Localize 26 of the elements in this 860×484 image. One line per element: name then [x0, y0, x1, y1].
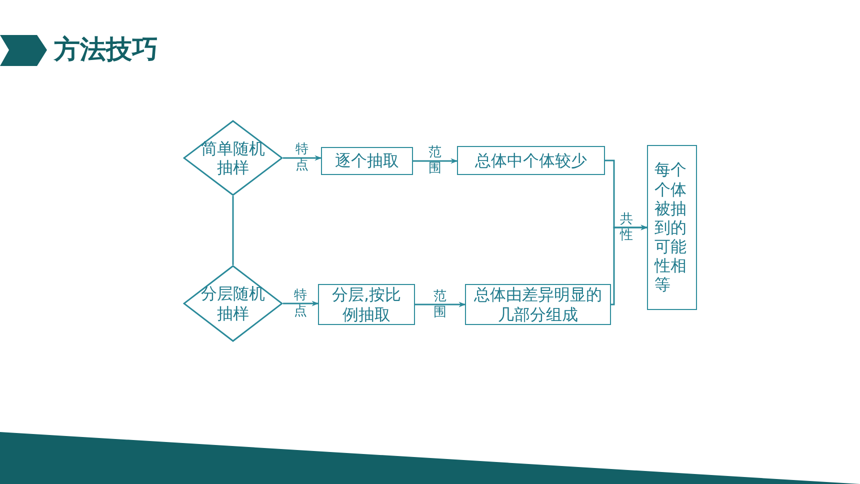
edge-label: 范围 — [428, 145, 442, 177]
edge-label: 共性 — [620, 212, 633, 244]
node-text: 每个个体被抽到的可能性相等 — [654, 160, 688, 295]
edge-label: 特点 — [296, 142, 308, 174]
decision-diamond — [183, 265, 283, 342]
node-text: 逐个抽取 — [335, 151, 399, 171]
node-text: 分层,按比例抽取 — [330, 285, 402, 324]
section-title: 方法技巧 — [54, 34, 158, 67]
edge-label: 范围 — [434, 288, 446, 320]
node-text: 简单随机抽样 — [200, 138, 266, 178]
edge-label: 特点 — [294, 288, 307, 320]
arrow — [413, 158, 458, 164]
node-text: 总体由差异明显的几部分组成 — [473, 285, 603, 324]
arrow — [283, 300, 319, 306]
node-text: 总体中个体较少 — [475, 150, 587, 170]
arrow — [283, 155, 322, 161]
process-box — [457, 146, 605, 175]
process-box — [465, 284, 611, 325]
process-box — [321, 147, 413, 175]
node-text: 分层随机抽样 — [200, 284, 266, 323]
connector-line — [232, 196, 234, 265]
decision-diamond — [183, 120, 283, 196]
arrow — [611, 224, 648, 306]
process-box — [318, 284, 415, 325]
arrow — [415, 302, 466, 308]
process-box — [647, 145, 697, 310]
